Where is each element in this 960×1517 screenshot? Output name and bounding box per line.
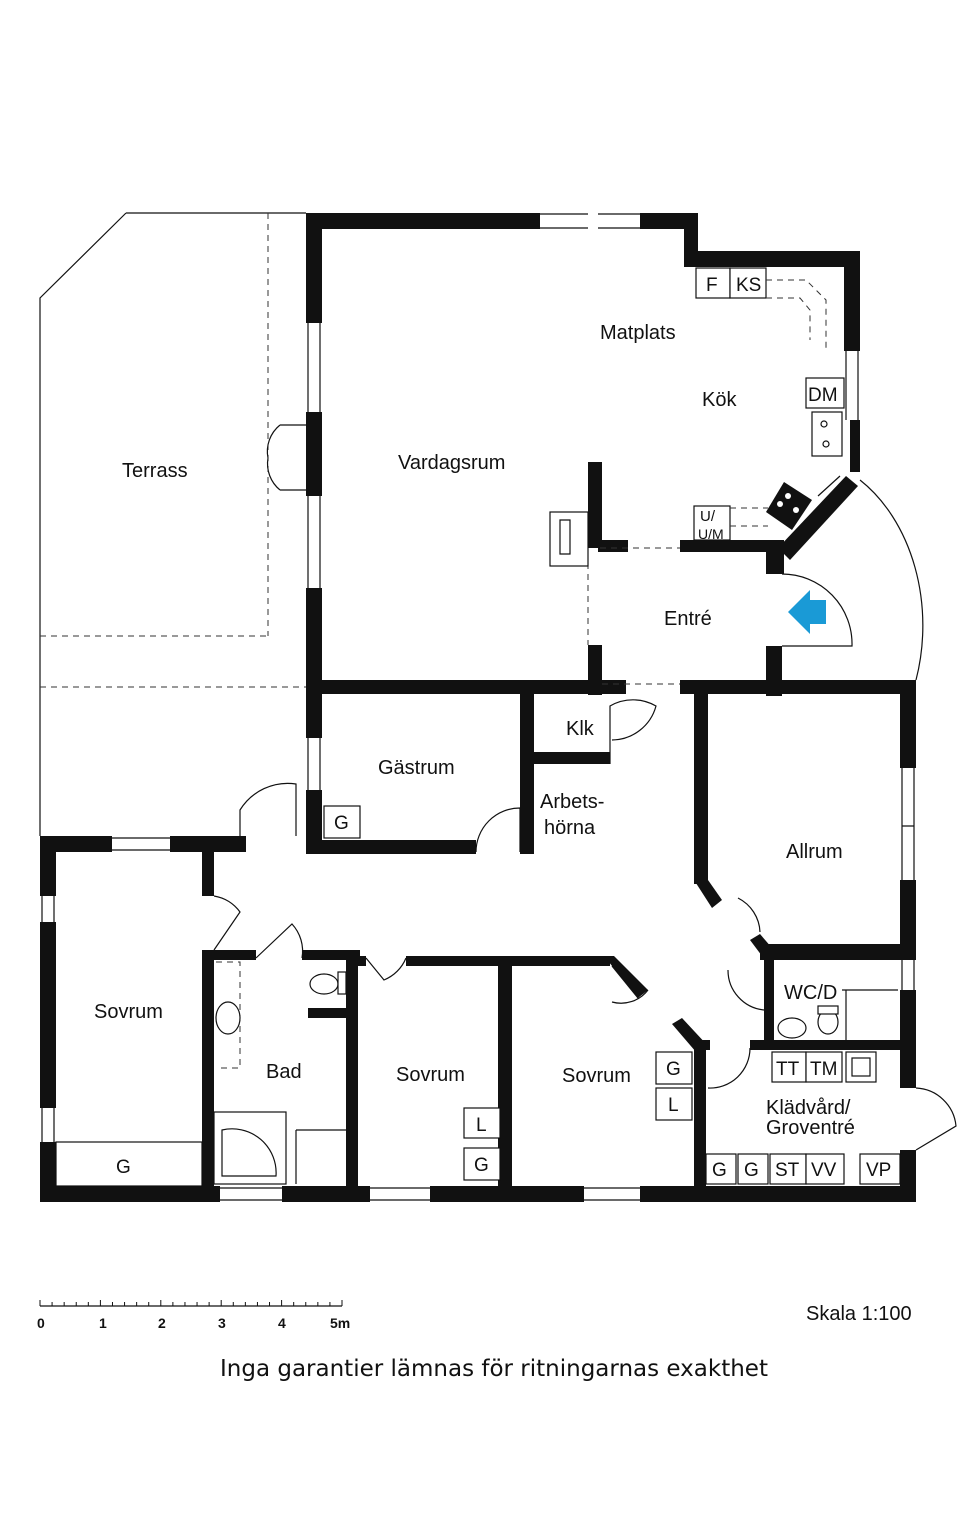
room-label-matplats: Matplats: [600, 322, 676, 344]
room-label-wcd: WC/D: [784, 982, 837, 1004]
bath-fixtures: [213, 961, 898, 1185]
room-label-sovrum-1: Sovrum: [94, 1001, 163, 1023]
fixture-label-f: F: [706, 275, 718, 296]
room-label-arbets-line2: hörna: [544, 817, 596, 839]
fixture-label-g-sovrum-2: G: [474, 1155, 489, 1176]
room-labels: Terrass Vardagsrum Matplats Kök Entré Kl…: [94, 322, 855, 1139]
scale-tick-5m: 5m: [330, 1315, 350, 1331]
scale-tick-1: 1: [99, 1315, 107, 1331]
scale-tick-marks: [39, 1300, 343, 1306]
terrace-outline: [39, 212, 306, 836]
room-label-entre: Entré: [664, 608, 712, 630]
fixture-label-tt: TT: [776, 1059, 800, 1080]
fixture-label-l-sovrum-2: L: [476, 1115, 487, 1136]
room-label-kladvard-line2: Groventré: [766, 1117, 855, 1139]
fixture-label-tm: TM: [810, 1059, 837, 1080]
fixture-label-g-kladvard-1: G: [712, 1160, 727, 1181]
fixture-label-g-kladvard-2: G: [744, 1160, 759, 1181]
disclaimer: Inga garantier lämnas för ritningarnas e…: [220, 1356, 768, 1382]
scale-tick-0: 0: [37, 1315, 45, 1331]
walls: [40, 213, 916, 1202]
room-label-sovrum-3: Sovrum: [562, 1065, 631, 1087]
room-label-arbets-line1: Arbets-: [540, 791, 604, 813]
room-label-terrass: Terrass: [122, 460, 188, 482]
fixture-label-vv: VV: [811, 1160, 837, 1181]
scale-tick-4: 4: [278, 1315, 286, 1331]
fixture-label-l-sovrum-3: L: [668, 1095, 679, 1116]
fixture-label-u-line2: U/M: [698, 526, 724, 542]
room-label-vardagsrum: Vardagsrum: [398, 452, 505, 474]
room-label-klk: Klk: [566, 718, 595, 740]
fixture-label-st: ST: [775, 1160, 800, 1181]
fixture-label-ks: KS: [736, 275, 761, 296]
room-label-kok: Kök: [702, 389, 737, 411]
doors: [213, 424, 957, 1151]
room-label-kladvard-line1: Klädvård/: [766, 1097, 851, 1119]
fixture-label-g-sovrum-1: G: [116, 1157, 131, 1178]
scale-bar: 0 1 2 3 4 5m Skala 1:100: [37, 1300, 912, 1331]
windows: [41, 213, 915, 1201]
room-label-bad: Bad: [266, 1061, 302, 1083]
fixture-label-g-sovrum-3: G: [666, 1059, 681, 1080]
fixture-label-u-line1: U/: [700, 508, 716, 525]
scale-tick-2: 2: [158, 1315, 166, 1331]
scale-tick-3: 3: [218, 1315, 226, 1331]
entry-arrow-icon: [788, 590, 826, 634]
fixture-label-g-gastrum: G: [334, 813, 349, 834]
room-label-sovrum-2: Sovrum: [396, 1064, 465, 1086]
fixture-label-dm: DM: [808, 385, 838, 406]
room-label-allrum: Allrum: [786, 841, 843, 863]
room-label-gastrum: Gästrum: [378, 757, 455, 779]
fireplace: [549, 511, 589, 567]
fixture-boxes: [55, 805, 901, 1187]
fixture-label-vp: VP: [866, 1160, 891, 1181]
kitchen-counters: [693, 267, 847, 541]
fixture-labels: F KS DM U/ U/M G G L G G L TT TM G G ST …: [116, 275, 891, 1181]
scale-label: Skala 1:100: [806, 1303, 912, 1325]
